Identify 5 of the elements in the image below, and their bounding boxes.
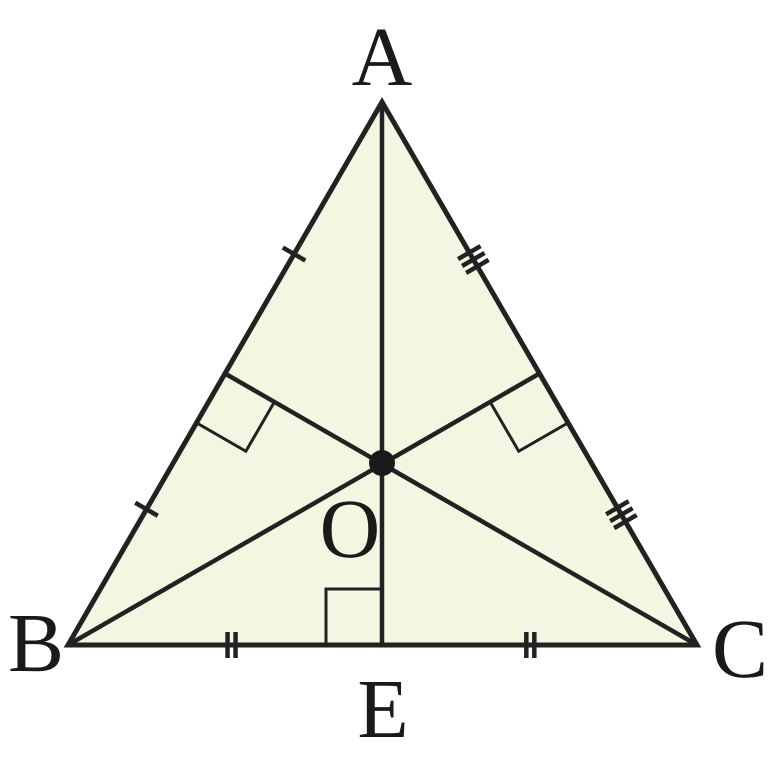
vertex-label: C bbox=[712, 608, 768, 692]
vertex-label: B bbox=[8, 602, 64, 686]
vertex-label: A bbox=[352, 16, 412, 100]
point-label: O bbox=[320, 488, 380, 572]
point-label: E bbox=[357, 668, 409, 752]
